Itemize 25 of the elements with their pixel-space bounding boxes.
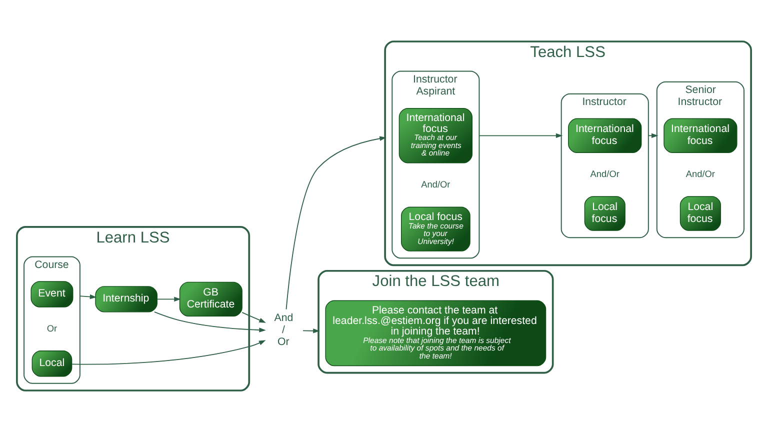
label: And/Or <box>421 180 450 190</box>
arrow <box>156 296 181 302</box>
arrow <box>648 133 658 138</box>
node-box: International focus Teach at our training events & online <box>398 108 472 164</box>
node-box: International focus <box>664 118 738 153</box>
arrow <box>72 340 266 365</box>
node-box: Local focus Take the course to your University! <box>401 206 470 252</box>
node-box: International focus <box>568 118 642 153</box>
arrow <box>478 133 563 138</box>
node-box: Local focus <box>584 196 626 231</box>
node-text: And / Or <box>274 312 294 348</box>
arrow <box>154 312 266 332</box>
arrow <box>79 294 97 300</box>
arrow <box>286 136 386 310</box>
node-box: Internship <box>95 286 158 312</box>
node-box: Please contact the team at leader.lss.@estiem.org if you are interested in joining the team! Please note that joining the team is subject to availability of spots and the needs of the team! <box>325 300 546 366</box>
arrow <box>242 312 266 323</box>
node-box: Local focus <box>680 196 721 231</box>
label: Or <box>46 323 58 334</box>
label: And/Or <box>686 168 715 179</box>
node-box: Local <box>32 350 72 377</box>
arrow <box>302 328 320 334</box>
node-box: GB Certificate <box>179 282 242 317</box>
label: And/Or <box>590 168 620 179</box>
node-box: Event <box>30 281 74 308</box>
